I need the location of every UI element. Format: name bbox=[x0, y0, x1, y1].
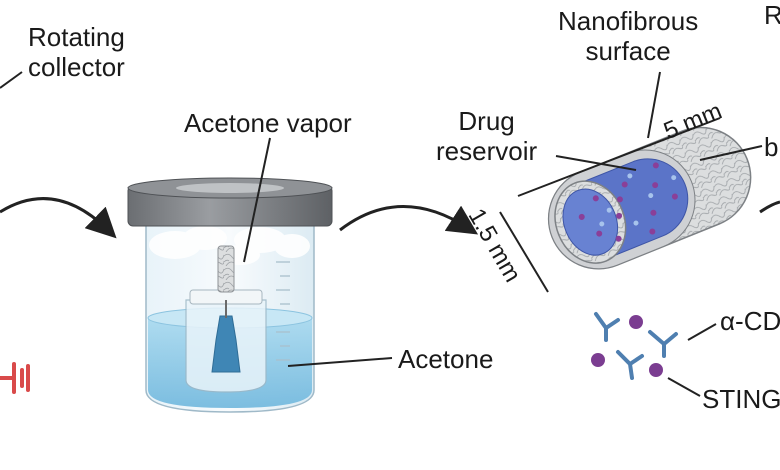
middle-curved-arrow bbox=[339, 205, 479, 235]
battery-icon bbox=[0, 362, 30, 394]
antibody-icon bbox=[594, 312, 678, 380]
right-arrow-stub bbox=[759, 200, 780, 214]
cut-label-top: R bbox=[764, 0, 780, 30]
collector-pointer-line bbox=[0, 71, 23, 89]
nanofibrous-surface-line2: surface bbox=[585, 36, 671, 66]
cut-label-right: b bbox=[764, 132, 779, 162]
implant-cylinder bbox=[547, 126, 752, 270]
length-dimension-line bbox=[517, 117, 721, 197]
acetone-label: Acetone bbox=[398, 344, 494, 374]
rotating-collector-label: Rotating collector bbox=[28, 22, 125, 82]
antibody-label: α-CD bbox=[720, 306, 780, 336]
sting-pointer-line bbox=[667, 377, 701, 397]
left-curved-arrow bbox=[0, 197, 117, 239]
needle-hub bbox=[211, 315, 241, 373]
nanofibrous-surface-line1: Nanofibrous bbox=[558, 6, 699, 36]
drug-reservoir-line1: Drug bbox=[458, 106, 515, 136]
sting-particle-icon bbox=[591, 315, 663, 377]
acetone-pointer-line bbox=[287, 357, 393, 367]
sting-label: STING bbox=[702, 384, 780, 414]
nanofibrous-surface-label: Nanofibrous surface bbox=[558, 6, 698, 66]
b-pointer-line bbox=[699, 145, 763, 161]
diameter-dimension-line bbox=[499, 211, 549, 293]
rotating-collector-line1: Rotating bbox=[28, 22, 125, 52]
surface-pointer-line bbox=[647, 71, 661, 139]
drug-reservoir-label: Drug reservoir bbox=[436, 106, 537, 166]
antibody-pointer-line bbox=[687, 323, 717, 341]
reservoir-pointer-line bbox=[555, 155, 637, 171]
acetone-jar bbox=[127, 177, 333, 413]
drug-reservoir-line2: reservoir bbox=[436, 136, 538, 166]
acetone-vapor-label: Acetone vapor bbox=[184, 108, 352, 138]
vapor-pointer-line bbox=[243, 137, 271, 263]
rotating-collector-line2: collector bbox=[28, 52, 125, 82]
collector-rod bbox=[217, 245, 235, 293]
